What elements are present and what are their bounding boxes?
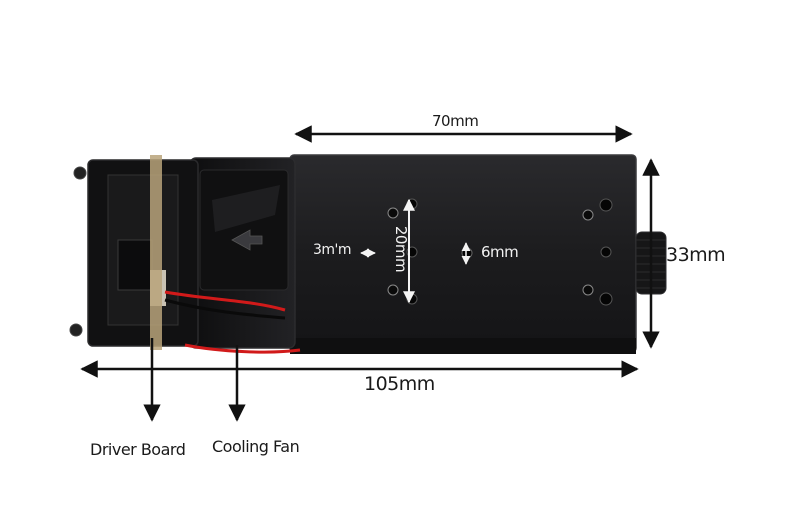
black-wire bbox=[164, 298, 286, 320]
right-hole-small-top bbox=[582, 209, 594, 221]
heatsink-bottom-edge bbox=[290, 338, 636, 354]
right-hole-middle bbox=[600, 246, 612, 258]
right-hole-top bbox=[599, 198, 613, 212]
right-hole-bottom bbox=[599, 292, 613, 306]
strap bbox=[150, 155, 162, 350]
fan-direction-arrow-icon bbox=[231, 229, 263, 251]
red-wire-bottom bbox=[184, 343, 301, 354]
center-hole-6mm bbox=[461, 247, 473, 259]
driver-board-label: Driver Board bbox=[90, 440, 186, 459]
dimension-33mm-label: 33mm bbox=[666, 244, 726, 266]
dimension-20mm-label: 20mm bbox=[392, 225, 411, 273]
dimension-105mm-label: 105mm bbox=[364, 373, 435, 395]
screw-bottom-left bbox=[69, 323, 83, 337]
cooling-fan-label: Cooling Fan bbox=[212, 437, 300, 456]
driver-component bbox=[117, 239, 153, 291]
mount-hole-small-top bbox=[387, 207, 399, 219]
mount-hole-small-bottom bbox=[387, 284, 399, 296]
dimension-6mm-label: 6mm bbox=[481, 243, 519, 261]
red-wire bbox=[164, 290, 286, 312]
dimension-3mm-label: 3m'm bbox=[313, 242, 352, 258]
fan-blade bbox=[212, 185, 280, 232]
screw-top-left bbox=[73, 166, 87, 180]
right-hole-small-bottom bbox=[582, 284, 594, 296]
dimension-70mm-label: 70mm bbox=[432, 112, 479, 130]
